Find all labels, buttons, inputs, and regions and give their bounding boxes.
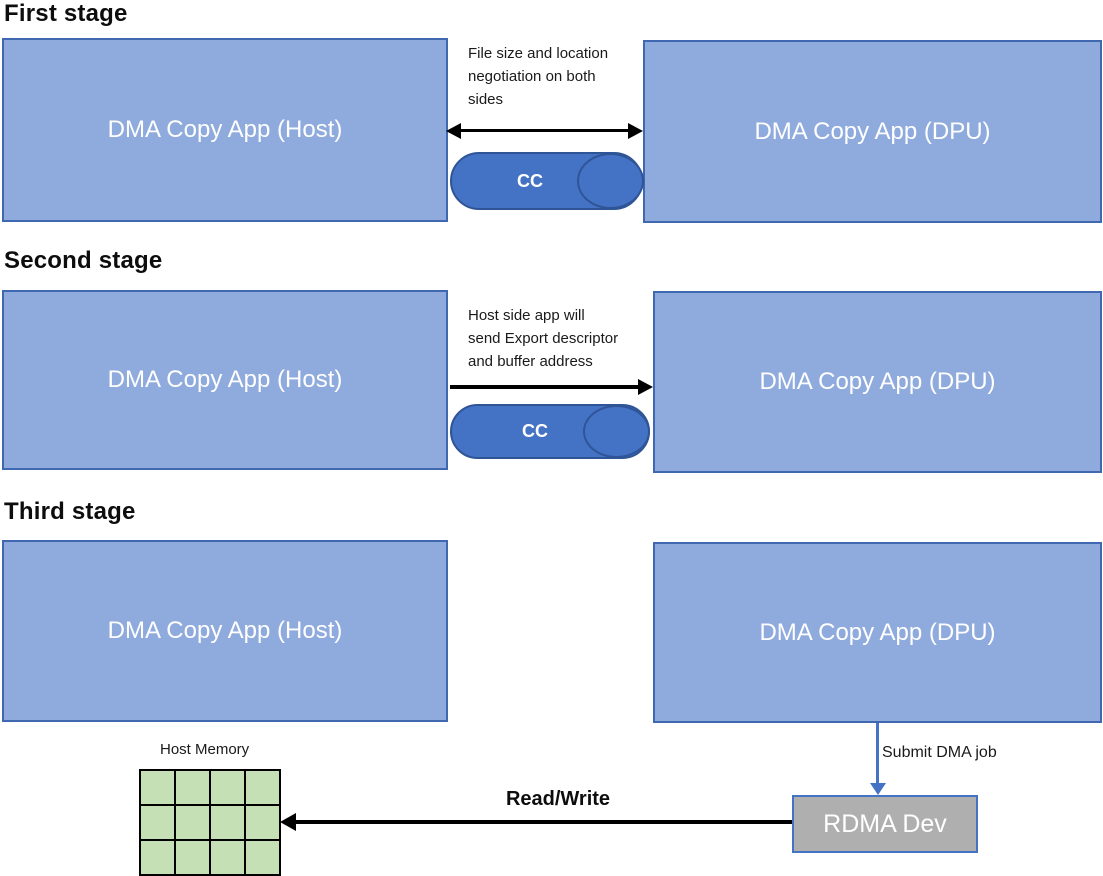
stage2-annotation-line3: and buffer address [468,353,593,370]
stage1-cc-channel-circle [577,153,644,209]
submit-dma-arrow-head [869,783,886,795]
stage2-cc-channel: CC [450,404,650,459]
stage2-host-box-label: DMA Copy App (Host) [107,366,343,393]
memory-cell [211,841,244,874]
stage1-host-box: DMA Copy App (Host) [2,38,448,222]
stage1-dpu-box: DMA Copy App (DPU) [643,40,1102,223]
memory-cell [246,771,279,804]
rdma-dev-box-label: RDMA Dev [823,809,947,838]
stage2-host-box: DMA Copy App (Host) [2,290,448,470]
stage1-cc-label: CC [517,170,543,191]
read-write-label: Read/Write [505,788,611,810]
stage2-annotation: Host side app will send Export descripto… [468,304,618,373]
stage1-heading: First stage [4,0,128,27]
memory-cell [141,841,174,874]
stage2-heading: Second stage [4,247,163,274]
read-write-arrow-head [280,813,296,831]
negotiation-arrow-head-right [628,122,643,139]
submit-dma-arrow-line [876,723,879,784]
stage2-dpu-box-label: DMA Copy App (DPU) [759,368,996,395]
stage3-host-box: DMA Copy App (Host) [2,540,448,722]
read-write-arrow-line [294,820,792,824]
stage3-host-box-label: DMA Copy App (Host) [107,617,343,644]
stage1-host-box-label: DMA Copy App (Host) [107,116,343,143]
export-descriptor-arrow-head [638,379,653,395]
stage1-annotation-line2: negotiation on both [468,68,596,85]
memory-cell [141,771,174,804]
stage1-cc-channel: CC [450,152,644,210]
submit-dma-label: Submit DMA job [882,744,997,761]
stage3-dpu-box: DMA Copy App (DPU) [653,542,1102,723]
stage2-dpu-box: DMA Copy App (DPU) [653,291,1102,473]
stage1-annotation-line3: sides [468,91,504,108]
negotiation-arrow-line [456,129,636,132]
stage2-cc-label: CC [522,421,548,441]
stage1-dpu-box-label: DMA Copy App (DPU) [754,117,991,145]
stage2-cc-channel-circle [583,405,650,458]
rdma-dev-box: RDMA Dev [792,795,978,853]
stage1-annotation-line1: File size and location [468,45,609,62]
stage1-annotation: File size and location negotiation on bo… [468,42,608,111]
memory-cell [246,806,279,839]
host-memory-label: Host Memory [160,741,250,758]
memory-cell [246,841,279,874]
memory-cell [211,806,244,839]
export-descriptor-arrow-line [450,385,639,389]
memory-cell [141,806,174,839]
host-memory-grid [139,769,281,876]
stage2-annotation-line1: Host side app will [468,307,585,324]
memory-cell [176,771,209,804]
stage3-dpu-box-label: DMA Copy App (DPU) [759,618,996,646]
stage2-annotation-line2: send Export descriptor [468,330,619,347]
negotiation-arrow-head-left [446,122,461,139]
memory-cell [176,841,209,874]
memory-cell [176,806,209,839]
stage3-heading: Third stage [4,498,136,525]
memory-cell [211,771,244,804]
